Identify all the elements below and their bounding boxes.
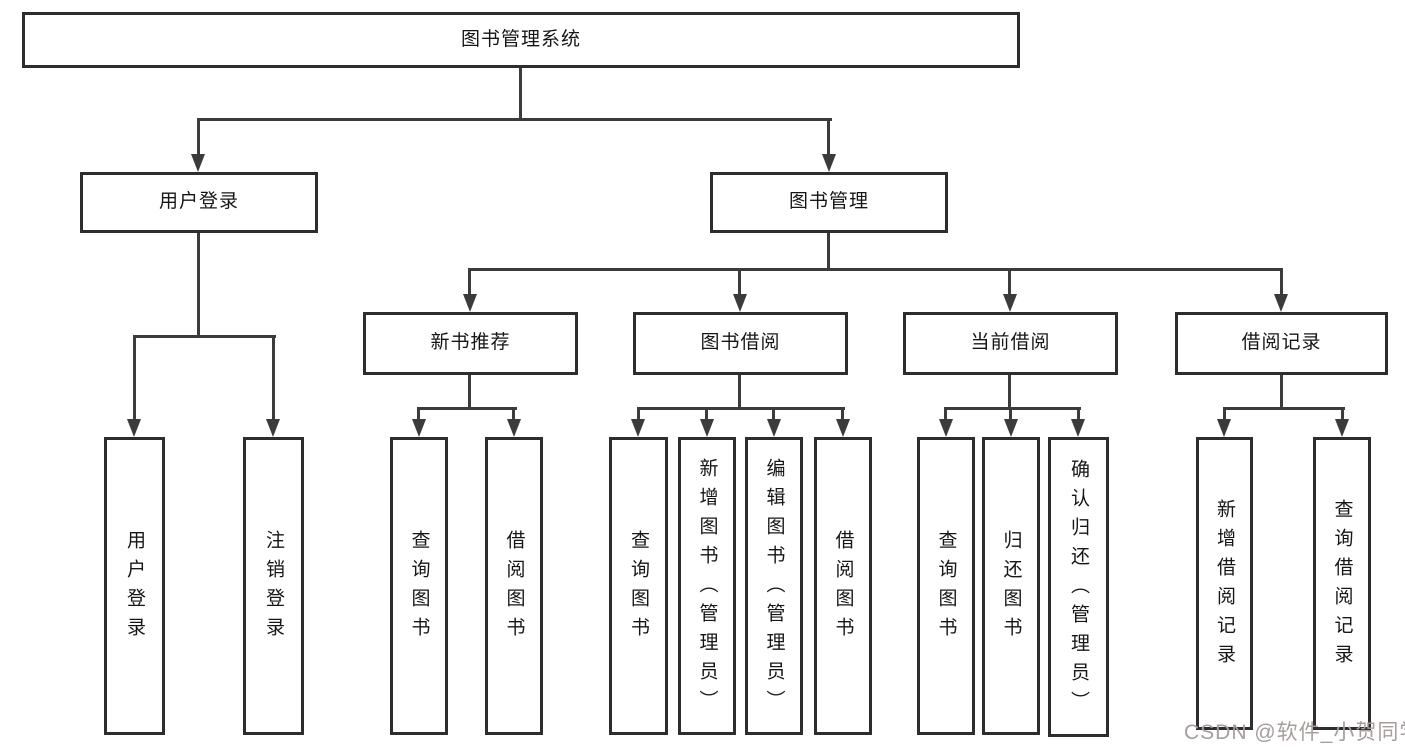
arrowhead [463,294,477,312]
node-new-book-recommendation: 新书推荐 [363,312,578,375]
node-confirm-return-admin: 确认归还（管理员） [1048,437,1109,737]
connector-line [417,410,420,419]
node-query-books-recommend: 查询图书 [390,437,448,735]
node-edit-book-admin: 编辑图书（管理员） [745,437,803,735]
watermark: CSDN @软件_小贺同学 [1184,721,1405,744]
connector-line [197,233,200,335]
connector-line [827,233,830,268]
node-add-book-admin: 新增图书（管理员） [678,437,736,735]
arrowhead [700,419,714,437]
connector-line [133,338,136,419]
node-query-books-current: 查询图书 [917,437,975,735]
connector-line [272,338,275,419]
arrowhead [1335,419,1349,437]
node-return-books: 归还图书 [982,437,1040,735]
node-borrow-books-recommend: 借阅图书 [485,437,543,735]
node-borrowing-records: 借阅记录 [1175,312,1388,375]
connector-line [1009,410,1012,419]
node-book-management: 图书管理 [710,172,948,233]
arrowhead [631,419,645,437]
arrowhead [412,419,426,437]
connector-line [637,407,845,410]
node-query-borrow-record: 查询借阅记录 [1313,437,1371,730]
arrowhead [1003,294,1017,312]
connector-line [738,375,741,407]
node-add-borrow-record: 新增借阅记录 [1196,437,1253,730]
connector-line [468,268,1283,271]
connector-line [519,68,522,118]
arrowhead [191,154,205,172]
arrowhead [266,419,280,437]
connector-line [637,410,640,419]
arrowhead [939,419,953,437]
connector-line [468,271,471,294]
arrowhead [127,419,141,437]
node-borrow-books-borrowing: 借阅图书 [814,437,872,735]
node-logout-action: 注销登录 [243,437,304,735]
connector-line [133,335,276,338]
arrowhead [1217,419,1231,437]
arrowhead [836,419,850,437]
connector-line [1223,410,1226,419]
node-user-login: 用户登录 [80,172,318,233]
node-library-system: 图书管理系统 [22,12,1020,68]
connector-line [944,410,947,419]
node-user-login-action: 用户登录 [104,437,165,735]
connector-line [417,407,517,410]
connector-line [468,375,471,407]
connector-line [1341,410,1344,419]
connector-line [705,410,708,419]
connector-line [1223,407,1345,410]
connector-line [827,121,830,154]
node-book-borrowing: 图书借阅 [633,312,848,375]
arrowhead [507,419,521,437]
arrowhead [733,294,747,312]
arrowhead [822,154,836,172]
arrowhead [1004,419,1018,437]
node-current-borrowing: 当前借阅 [903,312,1118,375]
connector-line [772,410,775,419]
connector-line [1077,410,1080,419]
connector-line [1280,271,1283,294]
arrowhead [1274,294,1288,312]
node-query-books-borrowing: 查询图书 [609,437,668,735]
connector-line [738,271,741,294]
connector-line [512,410,515,419]
arrowhead [767,419,781,437]
connector-line [1008,271,1011,294]
connector-line [841,410,844,419]
connector-line [944,407,1081,410]
arrowhead [1071,419,1085,437]
connector-line [197,118,832,121]
connector-line [1280,375,1283,407]
connector-line [1008,375,1011,407]
connector-line [197,121,200,154]
